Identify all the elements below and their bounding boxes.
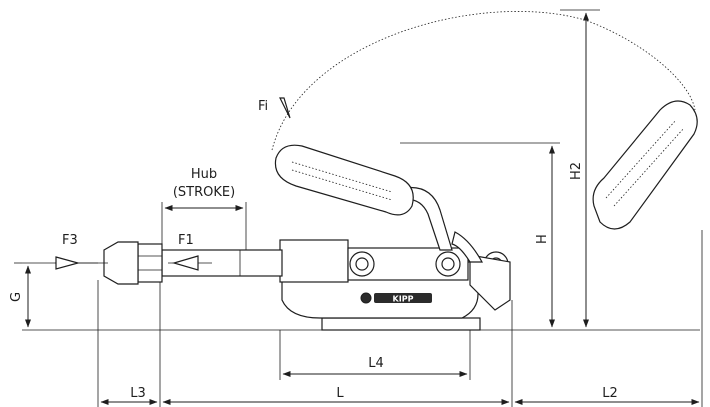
force-f3-arrow: [55, 256, 98, 270]
grip-handle-open: [592, 100, 698, 230]
hex-nut: [137, 243, 163, 283]
pivot-pin-right-inner: [441, 257, 455, 271]
label-l4: L4: [368, 356, 384, 371]
pressure-tip: [103, 241, 139, 285]
label-l3: L3: [130, 386, 146, 401]
label-fi: Fi: [258, 99, 268, 114]
svg-text:KIPP: KIPP: [393, 295, 414, 304]
lever-handle-open: [592, 100, 698, 230]
label-f1: F1: [178, 233, 194, 248]
pivot-pin-left-inner: [355, 257, 369, 271]
lever-handle-closed: [274, 144, 484, 263]
brand-logo: KIPP: [360, 292, 432, 304]
label-h: H: [535, 234, 550, 244]
label-l: L: [336, 386, 344, 401]
clamp-body: KIPP: [279, 239, 511, 331]
label-hub: Hub: [191, 167, 217, 182]
grip-handle: [274, 144, 414, 216]
force-fi-arrow: [279, 97, 291, 119]
label-g: G: [9, 292, 24, 302]
base-plate: [321, 317, 481, 331]
label-stroke: (STROKE): [173, 185, 235, 200]
label-l2: L2: [602, 386, 618, 401]
slider-block: [279, 239, 349, 283]
force-f1-arrow: [168, 255, 212, 271]
lever-arm-rear: [451, 231, 484, 263]
link-arm: [469, 254, 511, 311]
label-f3: F3: [62, 233, 78, 248]
handle-swing-arc: [271, 11, 696, 151]
label-h2: H2: [569, 162, 584, 180]
